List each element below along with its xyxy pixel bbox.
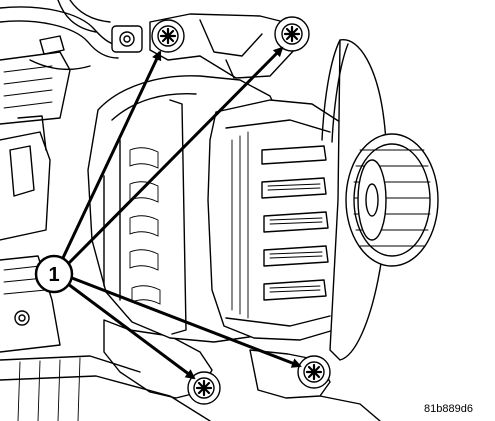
upper-right-bolt <box>274 16 310 52</box>
lower-left-bolt <box>187 371 221 405</box>
leader-to-lower-left-bolt <box>67 282 196 380</box>
leader-to-lower-right-bolt <box>71 276 302 368</box>
callout-leader-lines <box>60 46 302 380</box>
leader-to-upper-right-bolt <box>66 46 284 266</box>
callout-1: 1 <box>34 254 74 294</box>
wiring-harness <box>0 0 143 71</box>
callout-label: 1 <box>48 264 59 286</box>
alternator-pulley <box>321 39 439 361</box>
alternator-front-housing <box>207 99 357 341</box>
figure-id: 81b889d6 <box>424 403 473 415</box>
upper-left-bolt <box>151 19 185 53</box>
engine-lower-edge <box>0 355 381 421</box>
engine-block-left <box>0 51 71 353</box>
leader-to-upper-left-bolt <box>60 50 162 261</box>
lower-right-bolt <box>297 355 331 389</box>
